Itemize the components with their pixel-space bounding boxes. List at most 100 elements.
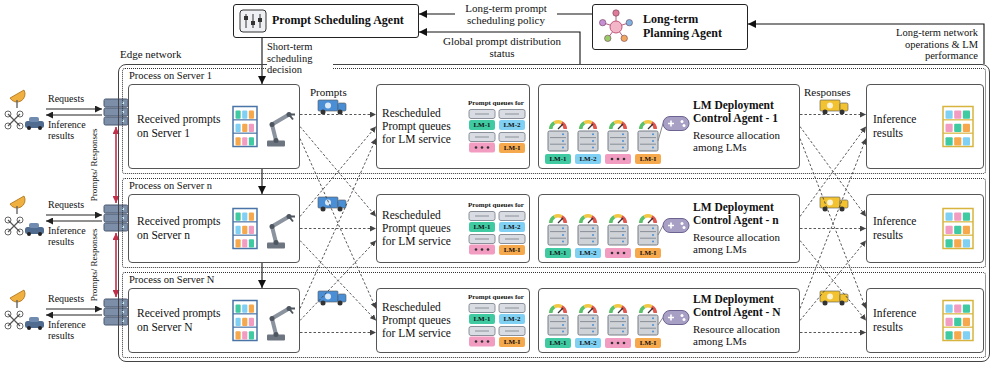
car-roof xyxy=(29,117,39,122)
model-tag: LM-1 xyxy=(469,222,495,232)
slider-knob xyxy=(258,18,262,22)
dotted-flow-arrow xyxy=(800,127,866,217)
tag-swatch xyxy=(469,337,495,347)
rack-led xyxy=(562,234,564,236)
shelf-item xyxy=(954,239,961,247)
dotted-flow-arrow xyxy=(800,139,866,309)
shelf-frame xyxy=(943,107,973,147)
queue-slot xyxy=(505,239,519,240)
ellipsis-dot xyxy=(487,146,490,149)
rack-led xyxy=(592,227,594,229)
ellipsis-dot xyxy=(617,158,620,161)
rack-slot xyxy=(580,328,596,329)
tag-swatch xyxy=(605,248,631,258)
robot-joint xyxy=(274,138,279,143)
robot-arm xyxy=(272,309,289,335)
shelf-board xyxy=(233,327,257,328)
robot-arm xyxy=(272,217,289,243)
queue-slot xyxy=(475,239,489,240)
server-rack xyxy=(578,131,598,151)
truck-wheel xyxy=(840,301,845,306)
drone-rotor xyxy=(17,217,23,223)
agent-box: Prompt Scheduling Agent xyxy=(233,4,419,38)
dotted-flow-arrow xyxy=(800,241,866,321)
car-roof xyxy=(29,317,39,322)
flow-arrow xyxy=(419,32,580,64)
shelf-frame xyxy=(943,301,973,341)
car-wheel xyxy=(27,232,31,236)
robot-joint xyxy=(274,332,279,337)
shelf-item xyxy=(954,305,961,313)
edge-server xyxy=(104,299,128,307)
robot-claw xyxy=(289,309,295,314)
shelf-item xyxy=(946,318,953,326)
server-rack xyxy=(638,225,658,245)
rotated-flow-label: Prompts/ Responses xyxy=(90,229,100,302)
gamepad-body xyxy=(663,311,689,325)
control-wire xyxy=(658,226,663,236)
rack-led xyxy=(592,133,594,135)
shelf-item xyxy=(946,331,953,339)
group-title: Edge network xyxy=(120,48,260,61)
rack-led xyxy=(562,140,564,142)
shelf-item xyxy=(249,124,254,132)
edge-label: Global prompt distribution status xyxy=(432,35,572,59)
truck-wheel xyxy=(338,110,343,115)
model-tag: LM-1 xyxy=(545,338,571,348)
flow-arrow xyxy=(261,38,262,84)
rack-led xyxy=(622,331,624,333)
car-wheel xyxy=(38,326,42,330)
flow-arrow xyxy=(261,263,262,288)
dotted-flow-arrow xyxy=(800,332,866,333)
shelf-board xyxy=(233,133,257,134)
planner-node xyxy=(626,19,632,25)
flow-arrow xyxy=(261,169,262,194)
rack-slot xyxy=(640,144,656,145)
server-rack xyxy=(638,315,658,335)
flow-label: Prompts xyxy=(310,86,347,98)
control-wire xyxy=(658,318,663,326)
rack-slot xyxy=(550,144,566,145)
drone-rotor xyxy=(17,123,23,129)
flow-label: Inference results xyxy=(48,119,88,141)
queue-box xyxy=(469,212,495,221)
node-text: Resource allocation among LMs xyxy=(693,323,797,348)
edge-server xyxy=(104,205,128,213)
rack-slot xyxy=(640,321,656,322)
gauge-needle xyxy=(588,124,593,129)
server-process-group: Process on Server 1Received prompts on S… xyxy=(122,68,986,174)
ellipsis-dot xyxy=(487,248,490,251)
shelf-board xyxy=(943,133,973,134)
drone-rotor xyxy=(5,217,11,223)
shelf-item xyxy=(946,226,953,234)
shelf-frame xyxy=(233,301,257,341)
ellipsis-dot xyxy=(475,248,478,251)
gauge-needle xyxy=(648,218,653,223)
shelf-item xyxy=(954,124,961,132)
planner-hub xyxy=(610,21,622,33)
scheduler-icon xyxy=(240,10,266,32)
shelf-board xyxy=(943,327,973,328)
planner-node xyxy=(605,35,611,41)
network-region: Edge networkProcess on Server 1Received … xyxy=(118,64,990,362)
flow-label: Requests xyxy=(48,93,88,104)
rack-led xyxy=(622,227,624,229)
rack-slot xyxy=(580,238,596,239)
prompt-queue-box: Rescheduled Prompt queues for LM service… xyxy=(376,84,530,169)
shelf-item xyxy=(963,226,970,234)
truck-body xyxy=(318,291,338,302)
shelf-item xyxy=(954,331,961,339)
flow-label: Requests xyxy=(48,199,88,210)
queue-slot xyxy=(475,331,489,332)
node-text: Rescheduled Prompt queues for LM service xyxy=(382,209,464,249)
rack-led xyxy=(592,331,594,333)
robot-claw xyxy=(289,217,295,222)
gamepad-dpad xyxy=(668,121,674,127)
car-wheel xyxy=(27,326,31,330)
rack-slot xyxy=(610,328,626,329)
shelf-item xyxy=(963,239,970,247)
node-text: Resource allocation among LMs xyxy=(693,231,797,256)
shelf-item xyxy=(249,213,254,221)
model-tag: LM-2 xyxy=(499,120,525,130)
